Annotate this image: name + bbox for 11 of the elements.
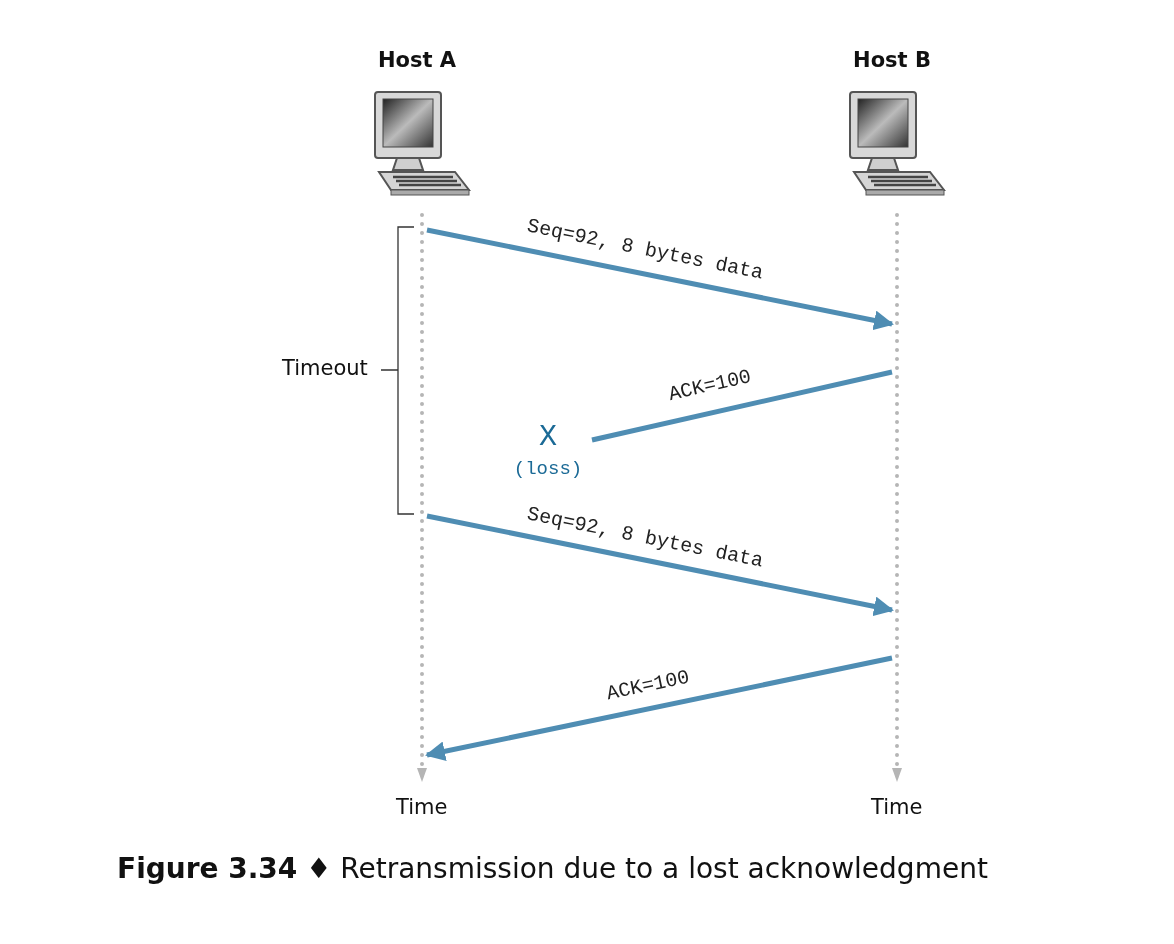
arrow (425, 655, 893, 762)
timeout-label: Timeout (282, 356, 368, 380)
arrow (426, 227, 894, 331)
time-label: Time (871, 795, 923, 819)
host-label: Host A (376, 48, 458, 72)
loss-mark: X (538, 420, 558, 454)
time-label: Time (396, 795, 448, 819)
loss-note: (loss) (512, 458, 584, 480)
host-label: Host B (852, 48, 932, 72)
figure-caption: Figure 3.34 ♦ Retransmission due to a lost acknowledgment (117, 852, 988, 885)
arrow (426, 513, 894, 617)
